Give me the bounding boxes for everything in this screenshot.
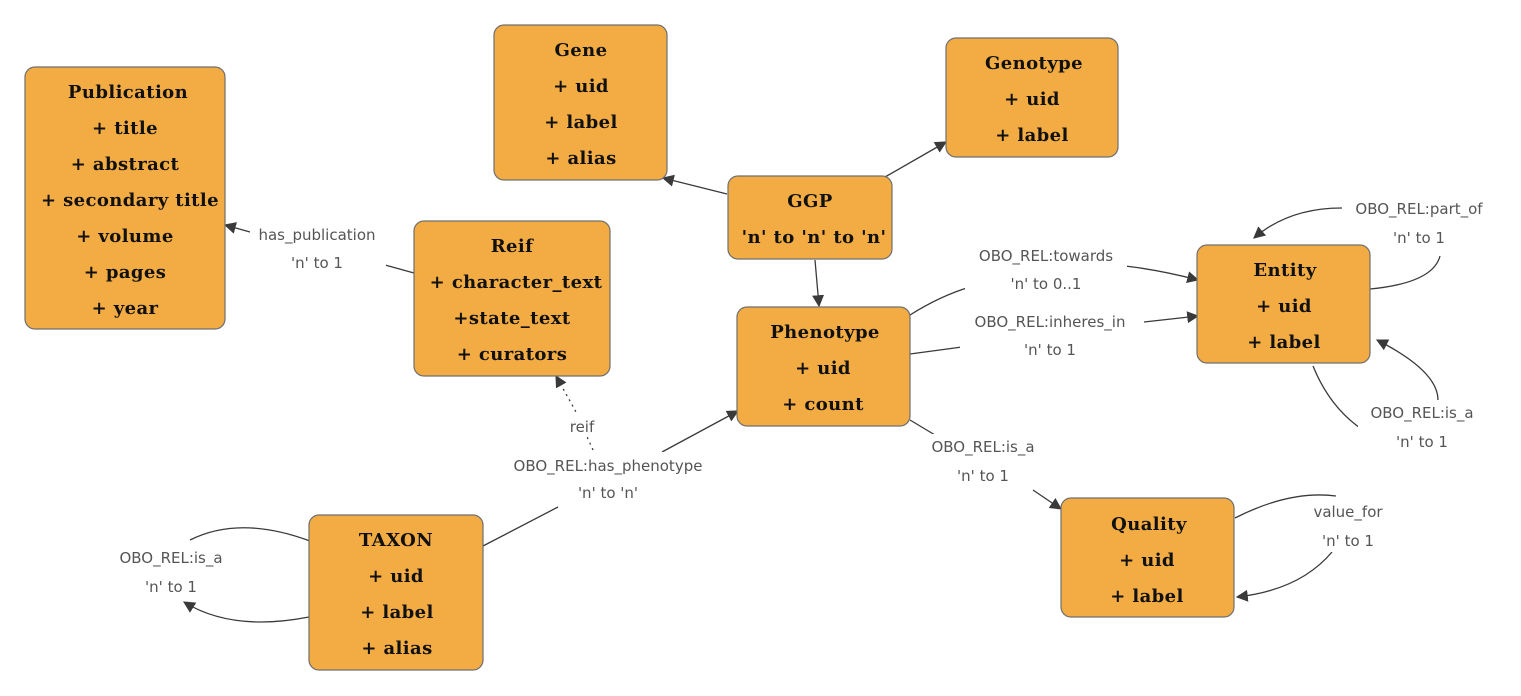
edge-reif: [555, 374, 594, 451]
node-reif[interactable]: Reif + character_text +state_text + cura…: [413, 220, 611, 377]
label-inheres-in: OBO_REL:inheres_in 'n' to 1: [960, 310, 1140, 360]
quality-title: Quality: [1111, 514, 1187, 535]
label-value-for: value_for 'n' to 1: [1300, 498, 1396, 552]
label-value-for-name: value_for: [1313, 503, 1383, 522]
label-inheres-in-cardinality: 'n' to 1: [1024, 341, 1076, 359]
genotype-title: Genotype: [985, 53, 1083, 74]
publication-attr-abstract: + abstract: [71, 154, 180, 175]
gene-attr-label: + label: [544, 112, 618, 133]
taxon-attr-uid: + uid: [368, 566, 424, 587]
edge-phenotype-is-a: [909, 419, 1061, 509]
edge-entity-is-a: [1312, 340, 1439, 431]
quality-attr-uid: + uid: [1119, 550, 1175, 571]
label-entity-is-a-cardinality: 'n' to 1: [1396, 433, 1448, 451]
node-genotype[interactable]: Genotype + uid + label: [945, 37, 1119, 158]
label-entity-is-a: OBO_REL:is_a 'n' to 1: [1358, 400, 1486, 452]
entity-attr-uid: + uid: [1256, 296, 1312, 317]
edge-towards: [909, 265, 1198, 316]
gene-title: Gene: [555, 40, 608, 61]
label-phenotype-is-a-cardinality: 'n' to 1: [957, 467, 1009, 485]
publication-attr-pages: + pages: [84, 262, 167, 283]
edge-ggp-genotype: [884, 141, 948, 178]
label-phenotype-is-a: OBO_REL:is_a 'n' to 1: [920, 434, 1046, 486]
reif-attr-state-text: +state_text: [453, 308, 570, 329]
label-value-for-cardinality: 'n' to 1: [1322, 532, 1374, 550]
edge-taxon-is-a: [184, 527, 311, 623]
label-reif-name: reif: [570, 418, 595, 436]
publication-attr-title: + title: [92, 118, 158, 139]
label-towards-name: OBO_REL:towards: [979, 247, 1113, 266]
label-towards: OBO_REL:towards 'n' to 0..1: [965, 243, 1127, 295]
label-taxon-is-a-name: OBO_REL:is_a: [119, 549, 222, 568]
label-taxon-is-a-cardinality: 'n' to 1: [145, 578, 197, 596]
publication-attr-year: + year: [92, 298, 159, 319]
taxon-attr-alias: + alias: [361, 638, 432, 659]
reif-attr-character-text: + character_text: [430, 272, 603, 293]
taxon-attr-label: + label: [360, 602, 434, 623]
edge-inheres-in: [909, 316, 1198, 355]
publication-attr-volume: + volume: [76, 226, 173, 247]
label-has-publication-name: has_publication: [258, 226, 375, 245]
phenotype-attr-count: + count: [782, 394, 864, 415]
genotype-attr-uid: + uid: [1004, 89, 1060, 110]
gene-attr-alias: + alias: [545, 148, 616, 169]
edge-has-publication: [225, 225, 415, 274]
label-towards-cardinality: 'n' to 0..1: [1011, 275, 1082, 293]
label-reif: reif: [562, 415, 602, 437]
entity-title: Entity: [1253, 260, 1316, 281]
phenotype-attr-uid: + uid: [795, 358, 851, 379]
node-quality[interactable]: Quality + uid + label: [1060, 497, 1235, 618]
node-entity[interactable]: Entity + uid + label: [1196, 244, 1371, 364]
label-entity-is-a-name: OBO_REL:is_a: [1370, 404, 1473, 423]
edge-ggp-gene: [661, 174, 728, 195]
edge-labels: has_publication 'n' to 1 reif OBO_REL:ha…: [108, 196, 1496, 596]
ggp-cardinality: 'n' to 'n' to 'n': [742, 227, 887, 248]
node-taxon[interactable]: TAXON + uid + label + alias: [308, 514, 484, 671]
label-phenotype-is-a-name: OBO_REL:is_a: [931, 438, 1034, 457]
label-part-of-name: OBO_REL:part_of: [1355, 200, 1483, 219]
genotype-attr-label: + label: [995, 125, 1069, 146]
label-taxon-is-a: OBO_REL:is_a 'n' to 1: [108, 544, 234, 596]
label-has-phenotype: OBO_REL:has_phenotype 'n' to 'n': [498, 452, 718, 502]
node-ggp[interactable]: GGP 'n' to 'n' to 'n': [727, 175, 893, 260]
label-has-publication: has_publication 'n' to 1: [250, 222, 386, 272]
reif-attr-curators: + curators: [457, 344, 567, 365]
edge-part-of: [1254, 207, 1441, 290]
label-part-of: OBO_REL:part_of 'n' to 1: [1342, 196, 1496, 248]
edge-has-phenotype: [482, 411, 738, 547]
node-gene[interactable]: Gene + uid + label + alias: [493, 24, 668, 181]
label-has-phenotype-cardinality: 'n' to 'n': [578, 484, 638, 502]
edge-ggp-phenotype: [812, 259, 825, 308]
taxon-title: TAXON: [359, 530, 433, 551]
label-has-phenotype-name: OBO_REL:has_phenotype: [514, 457, 703, 476]
publication-title: Publication: [68, 82, 188, 103]
node-phenotype[interactable]: Phenotype + uid + count: [736, 306, 911, 427]
node-publication[interactable]: Publication + title + abstract + seconda…: [24, 66, 226, 330]
label-inheres-in-name: OBO_REL:inheres_in: [975, 313, 1126, 332]
gene-attr-uid: + uid: [553, 76, 609, 97]
label-part-of-cardinality: 'n' to 1: [1393, 229, 1445, 247]
ggp-title: GGP: [787, 191, 833, 212]
edges: [184, 141, 1441, 623]
label-has-publication-cardinality: 'n' to 1: [291, 254, 343, 272]
reif-title: Reif: [491, 236, 534, 257]
phenotype-title: Phenotype: [770, 322, 880, 343]
quality-attr-label: + label: [1110, 586, 1184, 607]
edge-value-for: [1235, 494, 1337, 597]
publication-attr-secondary-title: + secondary title: [41, 190, 219, 211]
entity-attr-label: + label: [1247, 332, 1321, 353]
